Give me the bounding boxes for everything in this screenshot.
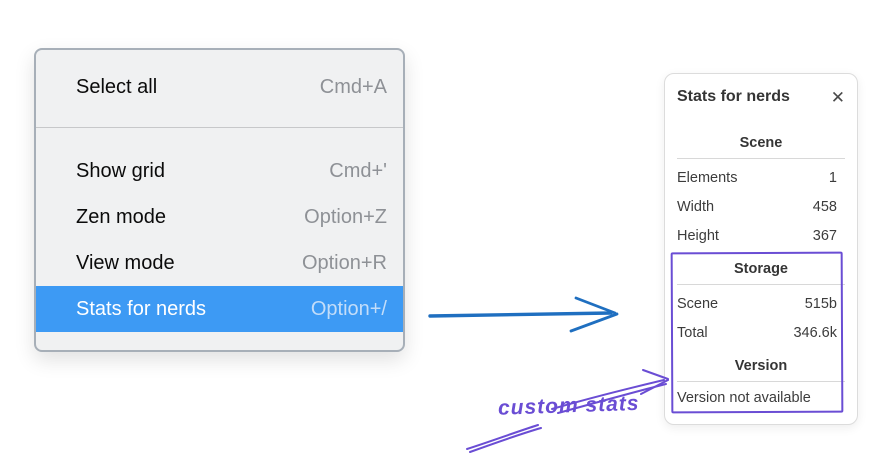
stat-value: 367: [812, 227, 837, 244]
stat-label: Elements: [677, 169, 738, 186]
stats-panel-title: Stats for nerds: [677, 88, 790, 105]
menu-item-view-mode[interactable]: View mode Option+R: [36, 240, 403, 286]
stat-label: Width: [677, 198, 715, 215]
section-divider: [677, 284, 845, 285]
stats-panel: Stats for nerds ✕ Scene Elements 1 Width…: [664, 73, 858, 425]
menu-item-shortcut: Option+Z: [304, 205, 387, 228]
menu-item-label: Show grid: [76, 159, 165, 182]
stat-row-total-storage: Total 346.6k: [677, 318, 845, 347]
section-divider: [677, 158, 845, 159]
stat-value: 515b: [804, 295, 837, 312]
section-divider: [677, 381, 845, 382]
stat-row-elements: Elements 1: [677, 163, 845, 192]
menu-item-shortcut: Cmd+A: [319, 75, 387, 98]
menu-item-stats-for-nerds[interactable]: Stats for nerds Option+/: [36, 286, 403, 332]
menu-item-zen-mode[interactable]: Zen mode Option+Z: [36, 194, 403, 240]
annotation-arrow-tail: [466, 424, 542, 453]
scene-section-heading: Scene: [739, 135, 783, 151]
stat-row-height: Height 367: [677, 221, 845, 250]
menu-item-shortcut: Cmd+': [329, 159, 387, 182]
blue-arrow: [428, 296, 619, 333]
stat-label: Scene: [677, 295, 719, 312]
menu-divider: [36, 127, 403, 128]
stats-panel-header: Stats for nerds ✕: [677, 86, 845, 108]
menu-section-main: Show grid Cmd+' Zen mode Option+Z View m…: [36, 128, 403, 332]
stat-row-width: Width 458: [677, 192, 845, 221]
menu-item-shortcut: Option+R: [301, 251, 387, 274]
annotation-text: custom stats: [497, 391, 640, 420]
close-icon[interactable]: ✕: [830, 87, 845, 107]
stat-label: Height: [677, 227, 719, 244]
menu-item-label: View mode: [76, 251, 175, 274]
menu-item-show-grid[interactable]: Show grid Cmd+': [36, 148, 403, 194]
menu-item-label: Select all: [76, 75, 158, 98]
version-note: Version not available: [677, 390, 811, 406]
stat-value: 1: [828, 169, 837, 186]
storage-section-heading: Storage: [734, 261, 788, 277]
menu-item-shortcut: Option+/: [310, 297, 387, 320]
stat-value: 458: [812, 198, 837, 215]
menu-item-label: Zen mode: [76, 205, 167, 228]
menu-item-label: Stats for nerds: [76, 297, 207, 320]
menu-item-select-all[interactable]: Select all Cmd+A: [36, 64, 403, 110]
stat-value: 346.6k: [793, 324, 837, 341]
context-menu: Select all Cmd+A Show grid Cmd+' Zen mod…: [34, 48, 405, 352]
stat-row-scene-storage: Scene 515b: [677, 289, 845, 318]
version-section-heading: Version: [734, 358, 788, 374]
menu-section-top: Select all Cmd+A: [36, 50, 403, 127]
stat-label: Total: [677, 324, 708, 341]
